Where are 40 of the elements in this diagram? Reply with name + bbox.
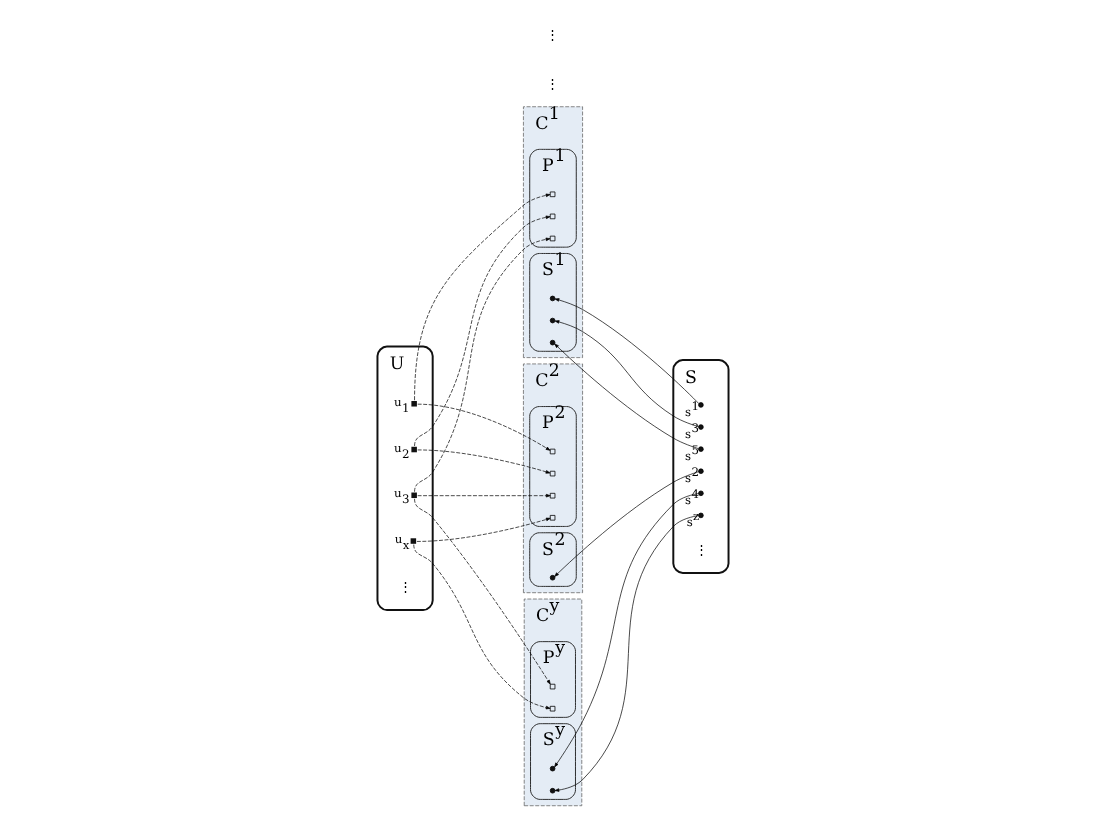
arrow (414, 215, 551, 447)
node-circle (549, 295, 556, 302)
node-box (549, 705, 556, 712)
node-box (410, 538, 417, 544)
node-circle (549, 339, 556, 346)
node-circle (698, 468, 704, 474)
node-box (549, 191, 556, 198)
arrow (554, 515, 699, 792)
arrow (414, 237, 551, 493)
arrow (417, 403, 551, 451)
node-circle (698, 490, 704, 497)
node-box (549, 235, 556, 242)
arrow (554, 320, 699, 427)
node-box (411, 401, 417, 407)
node-box (549, 515, 556, 521)
node-circle (549, 317, 556, 324)
node-circle (698, 402, 704, 408)
node-circle (698, 446, 704, 452)
arrow (413, 544, 551, 710)
node-circle (698, 512, 704, 519)
node-box (411, 492, 417, 499)
node-box (549, 492, 556, 499)
arrow (554, 343, 699, 449)
node-box (549, 470, 556, 477)
node-box (549, 448, 556, 455)
node-circle (549, 574, 556, 581)
arrow (554, 298, 700, 404)
arrow (417, 449, 551, 474)
node-circle (549, 787, 556, 794)
arrow (554, 493, 699, 768)
arrow (416, 517, 551, 542)
arrow (414, 193, 551, 401)
node-box (549, 213, 556, 220)
arrow (554, 471, 699, 577)
node-box (411, 446, 417, 453)
node-circle (549, 765, 556, 772)
arrow (417, 493, 551, 498)
node-circle (698, 424, 704, 430)
node-box (549, 683, 556, 690)
arrow (414, 498, 551, 685)
